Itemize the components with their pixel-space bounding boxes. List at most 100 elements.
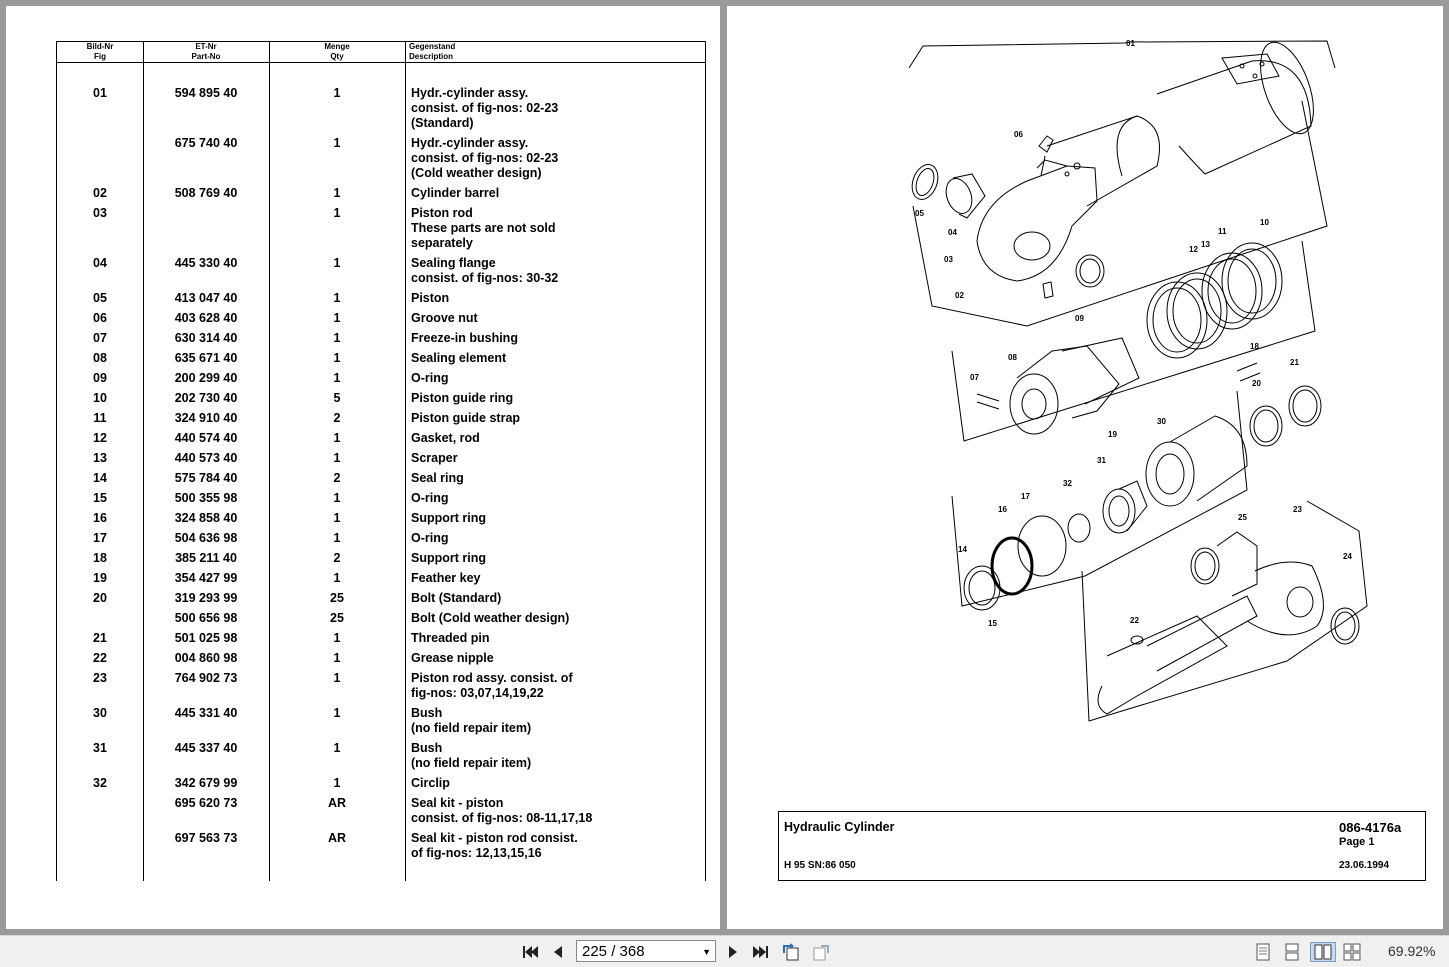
row-qty: 1 bbox=[333, 706, 341, 720]
next-page-icon[interactable] bbox=[724, 943, 742, 961]
row-qty: 1 bbox=[333, 491, 341, 505]
row-fig: 07 bbox=[93, 331, 107, 345]
row-qty: 1 bbox=[333, 571, 341, 585]
exploded-view-drawing: 01 02 03 04 05 06 07 08 09 10 11 12 13 1… bbox=[908, 39, 1368, 722]
row-fig: 22 bbox=[93, 651, 107, 665]
row-part-no: 695 620 73 bbox=[174, 796, 238, 810]
row-qty: 1 bbox=[333, 651, 341, 665]
row-qty: 1 bbox=[333, 136, 341, 150]
row-description: Seal kit - piston consist. of fig-nos: 0… bbox=[411, 796, 593, 825]
model-serial: H 95 SN:86 050 bbox=[784, 860, 856, 871]
row-part-no: 342 679 99 bbox=[174, 776, 238, 790]
row-description: Hydr.-cylinder assy. consist. of fig-nos… bbox=[411, 86, 559, 130]
first-page-icon[interactable] bbox=[521, 943, 539, 961]
callout-05a: 05 bbox=[915, 209, 924, 218]
callout-17: 17 bbox=[1021, 492, 1030, 501]
row-description: Threaded pin bbox=[411, 631, 490, 645]
row-qty: 1 bbox=[333, 531, 341, 545]
page-number-field[interactable]: 225 / 368 ▼ bbox=[576, 940, 716, 962]
row-fig: 12 bbox=[93, 431, 107, 445]
row-fig: 03 bbox=[93, 206, 107, 220]
callout-07: 07 bbox=[970, 373, 979, 382]
callout-02: 02 bbox=[955, 291, 964, 300]
row-fig: 06 bbox=[93, 311, 107, 325]
row-fig: 19 bbox=[93, 571, 107, 585]
row-part-no: 697 563 73 bbox=[174, 831, 238, 845]
callout-11: 11 bbox=[1218, 227, 1227, 236]
row-part-no: 501 025 98 bbox=[174, 631, 238, 645]
row-fig: 21 bbox=[93, 631, 107, 645]
callout-06: 06 bbox=[1014, 130, 1023, 139]
rotate-clockwise-icon[interactable] bbox=[782, 943, 800, 961]
row-description: Piston rod These parts are not sold sepa… bbox=[411, 206, 556, 250]
last-page-icon[interactable] bbox=[752, 943, 770, 961]
continuous-icon[interactable] bbox=[1283, 943, 1301, 961]
row-description: Hydr.-cylinder assy. consist. of fig-nos… bbox=[411, 136, 559, 180]
row-part-no: 413 047 40 bbox=[174, 291, 238, 305]
row-fig: 10 bbox=[93, 391, 107, 405]
row-part-no: 202 730 40 bbox=[174, 391, 238, 405]
row-description: Seal kit - piston rod consist. of fig-no… bbox=[411, 831, 578, 860]
row-part-no: 575 784 40 bbox=[174, 471, 238, 485]
row-fig: 08 bbox=[93, 351, 107, 365]
row-description: Bush (no field repair item) bbox=[411, 741, 532, 770]
callout-10: 10 bbox=[1260, 218, 1269, 227]
row-qty: 2 bbox=[333, 551, 341, 565]
rotate-counterclockwise-icon[interactable] bbox=[812, 943, 830, 961]
row-description: Piston rod assy. consist. of fig-nos: 03… bbox=[411, 671, 573, 700]
row-part-no: 445 337 40 bbox=[174, 741, 238, 755]
row-fig: 30 bbox=[93, 706, 107, 720]
callout-31: 31 bbox=[1097, 456, 1106, 465]
row-qty: 1 bbox=[333, 431, 341, 445]
row-description: Feather key bbox=[411, 571, 481, 585]
row-description: Groove nut bbox=[411, 311, 478, 325]
drawing-title: Hydraulic Cylinder bbox=[784, 820, 895, 834]
row-part-no: 440 573 40 bbox=[174, 451, 238, 465]
row-part-no: 319 293 99 bbox=[174, 591, 238, 605]
viewer-toolbar: 225 / 368 ▼ 69.92% bbox=[0, 935, 1449, 967]
callout-24: 24 bbox=[1343, 552, 1352, 561]
row-part-no: 500 656 98 bbox=[174, 611, 238, 625]
row-description: Piston guide ring bbox=[411, 391, 514, 405]
row-part-no: 445 330 40 bbox=[174, 256, 238, 270]
row-qty: 1 bbox=[333, 186, 341, 200]
previous-page-icon[interactable] bbox=[549, 943, 567, 961]
row-description: O-ring bbox=[411, 491, 449, 505]
row-fig: 23 bbox=[93, 671, 107, 685]
row-qty: 1 bbox=[333, 511, 341, 525]
row-part-no: 004 860 98 bbox=[174, 651, 238, 665]
row-fig: 31 bbox=[93, 741, 107, 755]
row-qty: 5 bbox=[333, 391, 341, 405]
callout-20: 20 bbox=[1252, 379, 1261, 388]
callout-13: 13 bbox=[1201, 240, 1210, 249]
row-fig: 11 bbox=[93, 411, 107, 425]
row-qty: 25 bbox=[330, 591, 344, 605]
row-qty: 2 bbox=[333, 471, 341, 485]
row-qty: 1 bbox=[333, 206, 341, 220]
continuous-facing-icon[interactable] bbox=[1343, 943, 1361, 961]
row-qty: 1 bbox=[333, 256, 341, 270]
row-fig: 16 bbox=[93, 511, 107, 525]
row-description: Sealing element bbox=[411, 351, 507, 365]
row-description: Bolt (Standard) bbox=[411, 591, 502, 605]
callout-14: 14 bbox=[958, 545, 967, 554]
row-part-no: 200 299 40 bbox=[174, 371, 238, 385]
row-qty: 1 bbox=[333, 631, 341, 645]
row-qty: AR bbox=[327, 796, 347, 810]
row-qty: AR bbox=[327, 831, 347, 845]
row-qty: 1 bbox=[333, 311, 341, 325]
row-fig: 17 bbox=[93, 531, 107, 545]
page-dropdown-icon[interactable]: ▼ bbox=[702, 947, 711, 957]
callout-21: 21 bbox=[1290, 358, 1299, 367]
single-page-icon[interactable] bbox=[1254, 943, 1272, 961]
row-part-no: 354 427 99 bbox=[174, 571, 238, 585]
callout-15: 15 bbox=[988, 619, 997, 628]
facing-pages-icon[interactable] bbox=[1310, 942, 1336, 962]
row-description: Freeze-in bushing bbox=[411, 331, 518, 345]
zoom-level[interactable]: 69.92% bbox=[1388, 943, 1436, 959]
